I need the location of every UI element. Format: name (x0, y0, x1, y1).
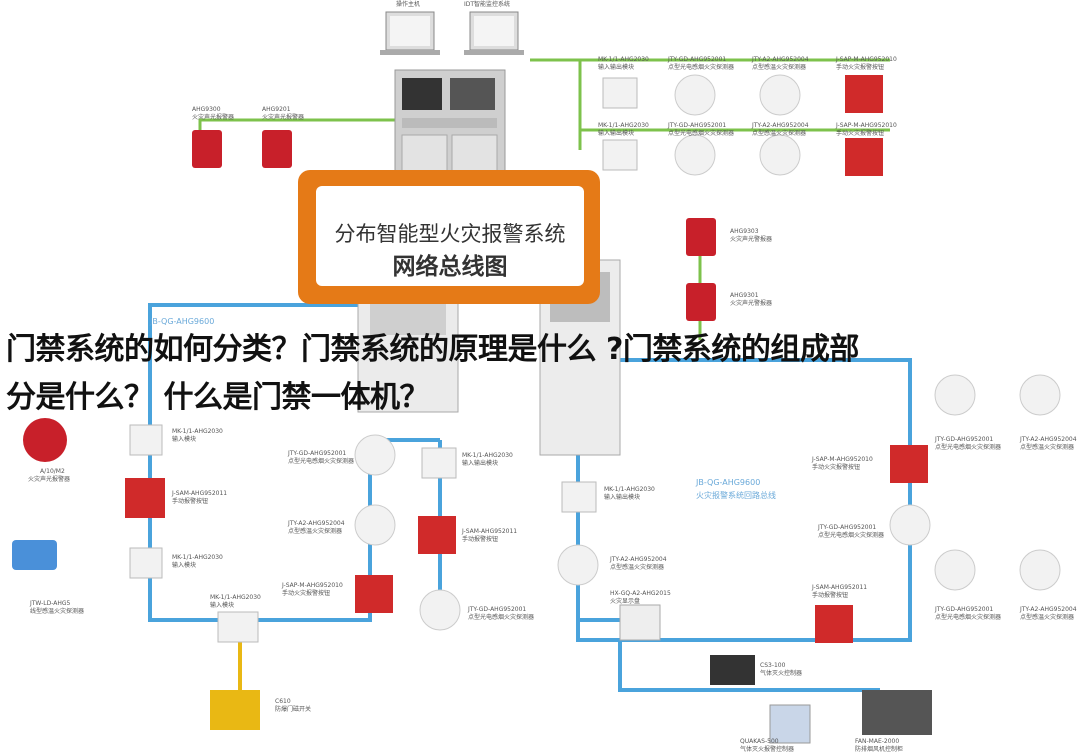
label: JTY-A2-AHG952004 (1020, 436, 1077, 443)
label: QUAKAS-500 (740, 738, 779, 745)
label: AHG9301 (730, 292, 759, 299)
label: JTY-GD-AHG952001 (288, 450, 347, 457)
label: 火灾声光报警器 (28, 476, 71, 483)
label: 火灾声光报警器 (262, 114, 305, 121)
label: MK-1/1-AHG2030 (210, 594, 261, 601)
label: C610 (275, 698, 291, 705)
label: JTY-A2-AHG952004 (1020, 606, 1077, 613)
label: JTY-GD-AHG952001 (468, 606, 527, 613)
label: AHG9300 (192, 106, 221, 113)
label: JTY-GD-AHG952001 (668, 122, 727, 129)
label: JTY-GD-AHG952001 (935, 606, 994, 613)
headline-line-2: 分是什么？ 什么是门禁一体机？ (6, 380, 429, 415)
label: CS3-100 (760, 662, 786, 669)
label: AHG9303 (730, 228, 759, 235)
label: 点型光电感烟火灾探测器 (935, 614, 1002, 621)
label: 火灾声光报警器 (192, 114, 235, 121)
label: MK-1/1-AHG2030 (598, 122, 649, 129)
label: J-SAM-AHG952011 (172, 490, 228, 497)
article-headline: 门禁系统的如何分类？门禁系统的原理是什么 ?门禁系统的组成部 分是什么？ 什么是… (6, 326, 1080, 422)
label: JTY-A2-AHG952004 (752, 56, 809, 63)
label: J-SAP-M-AHG952010 (812, 456, 873, 463)
diagram-subtitle: 网络总线图 (392, 254, 508, 280)
diagram-title-panel (316, 186, 584, 286)
label: JTY-A2-AHG952004 (752, 122, 809, 129)
label: 点型光电感烟火灾探测器 (668, 64, 735, 71)
label: MK-1/1-AHG2030 (172, 554, 223, 561)
label: 输入输出模块 (598, 130, 635, 137)
computer-2 (464, 11, 524, 55)
label: 手动报警按钮 (812, 592, 849, 599)
label: 手动火灾报警按钮 (812, 464, 861, 471)
label: 点型感温火灾探测器 (752, 130, 807, 137)
label: 点型感温火灾探测器 (288, 528, 343, 535)
label: J-SAP-M-AHG952010 (836, 56, 897, 63)
label: 火灾显示盘 (610, 598, 641, 605)
label: 输入输出模块 (462, 460, 499, 467)
computer-1-label: 操作主机 (396, 1, 421, 8)
label: FAN-MAE-2000 (855, 738, 900, 745)
label: 点型感温火灾探测器 (1020, 444, 1075, 451)
label: 手动报警按钮 (462, 536, 499, 543)
label: AHG9201 (262, 106, 291, 113)
right-bus-caption: 火灾报警系统回路总线 (696, 491, 776, 500)
right-loop-devices (557, 374, 1061, 744)
headline-line-1: 门禁系统的如何分类？门禁系统的原理是什么 ?门禁系统的组成部 (6, 332, 859, 367)
label: 点型光电感烟火灾探测器 (468, 614, 535, 621)
label: 防排烟风机控制柜 (855, 746, 904, 753)
label: MK-1/1-AHG2030 (598, 56, 649, 63)
label: 手动火灾报警按钮 (836, 130, 885, 137)
label: 点型光电感烟火灾探测器 (288, 458, 355, 465)
label: MK-1/1-AHG2030 (604, 486, 655, 493)
label: 气体灭火报警控制器 (740, 746, 795, 753)
diagram-title: 分布智能型火灾报警系统 (334, 222, 566, 246)
label: J-SAM-AHG952011 (462, 528, 518, 535)
label: JTY-A2-AHG952004 (288, 520, 345, 527)
computer-1 (380, 11, 440, 55)
label: J-SAM-AHG952011 (812, 584, 868, 591)
label: 线型感温火灾探测器 (30, 608, 85, 615)
left-bus-label: JB-QG-AHG9600 (150, 317, 215, 326)
label: 手动火灾报警按钮 (836, 64, 885, 71)
label: 输入模块 (172, 436, 197, 443)
label: 防爆门磁开关 (275, 706, 312, 713)
label: 手动火灾报警按钮 (282, 590, 331, 597)
label: 手动报警按钮 (172, 498, 209, 505)
label: 输入输出模块 (604, 494, 641, 501)
label: A/10/M2 (40, 468, 65, 475)
label: JTY-A2-AHG952004 (610, 556, 667, 563)
label: MK-1/1-AHG2030 (172, 428, 223, 435)
left-loop-devices (12, 418, 260, 730)
label: 点型光电感烟火灾探测器 (935, 444, 1002, 451)
label: JTY-GD-AHG952001 (668, 56, 727, 63)
label: 输入模块 (172, 562, 197, 569)
label: 输入输出模块 (598, 64, 635, 71)
label: JTY-GD-AHG952001 (818, 524, 877, 531)
top-right-devices (602, 74, 883, 321)
label: 点型感温火灾探测器 (752, 64, 807, 71)
label: 气体灭火控制器 (760, 670, 803, 677)
label: HX-GQ-A2-AHG2015 (610, 590, 671, 597)
center-loop-devices (354, 434, 461, 631)
label: JTW-LD-AHG5 (30, 600, 71, 607)
label: 点型感温火灾探测器 (1020, 614, 1075, 621)
label: J-SAP-M-AHG952010 (282, 582, 343, 589)
label: 点型感温火灾探测器 (610, 564, 665, 571)
label: 点型光电感烟火灾探测器 (668, 130, 735, 137)
label: JTY-GD-AHG952001 (935, 436, 994, 443)
label: 火灾声光警报器 (730, 236, 773, 243)
label: 火灾声光警报器 (730, 300, 773, 307)
computer-2-label: IDT智能监控系统 (464, 1, 511, 8)
label: J-SAP-M-AHG952010 (836, 122, 897, 129)
label: MK-1/1-AHG2030 (462, 452, 513, 459)
label: 输入模块 (210, 602, 235, 609)
top-left-sounders (192, 130, 292, 168)
label: 点型光电感烟火灾探测器 (818, 532, 885, 539)
right-bus-label: JB-QG-AHG9600 (696, 478, 761, 487)
